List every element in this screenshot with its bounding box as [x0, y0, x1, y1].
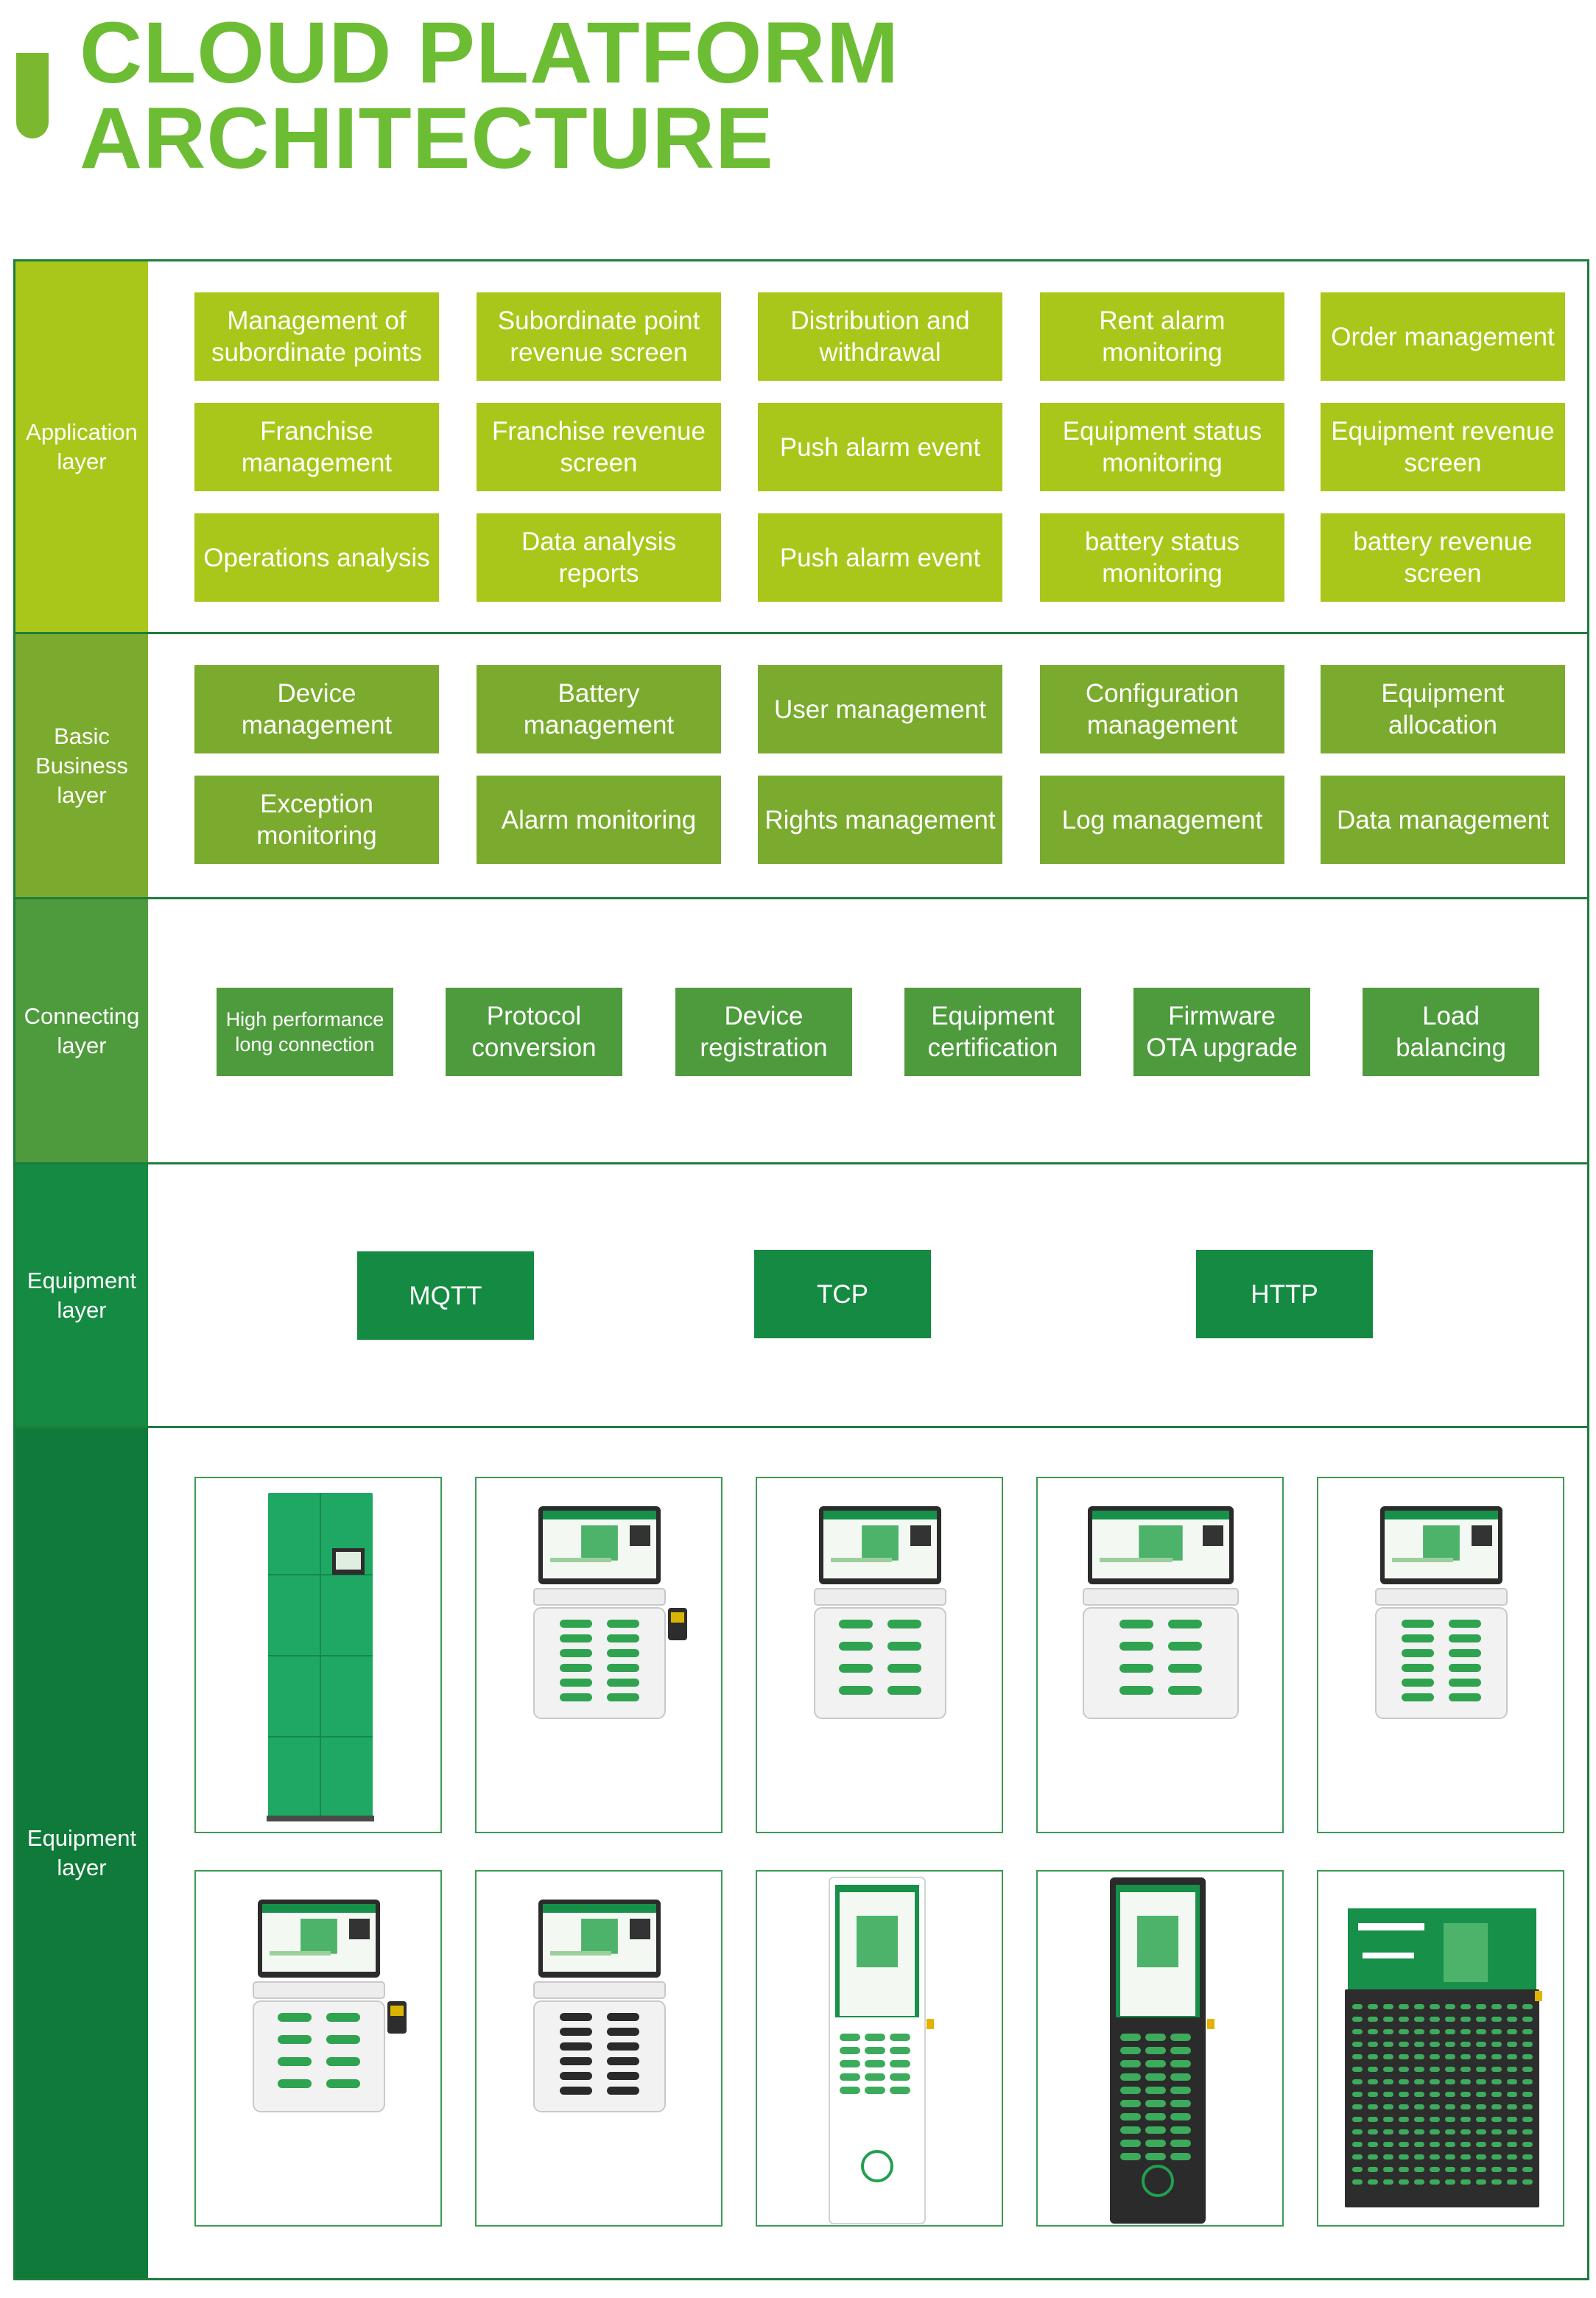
business-box-device-management: Device management	[194, 665, 439, 753]
device-card-screen-station-8-slot	[756, 1477, 1003, 1833]
business-box-equipment-allocation: Equipment allocation	[1321, 665, 1565, 753]
device-illustration-screen-station-12-slot	[1375, 1506, 1508, 1719]
device-card-screen-station-12-slot-reader	[475, 1477, 723, 1833]
app-box-franchise-revenue-screen: Franchise revenue screen	[477, 403, 721, 491]
protocol-box-tcp: TCP	[754, 1250, 931, 1338]
business-layer-body: Device management Battery management User …	[148, 634, 1587, 897]
application-layer-body: Management of subordinate points Subordin…	[148, 261, 1587, 632]
device-card-screen-station-12-slot-dark	[475, 1870, 723, 2227]
equipment-devices-layer-label: Equipment layer	[15, 1428, 148, 2278]
page-title-line-1: CLOUD PLATFORM	[80, 4, 899, 102]
device-illustration-totem-white	[829, 1877, 934, 2224]
connecting-box-protocol-conversion: Protocol conversion	[446, 988, 622, 1076]
device-illustration-totem-dark	[1110, 1877, 1214, 2224]
business-box-exception-monitoring: Exception monitoring	[194, 776, 439, 864]
protocol-box-http: HTTP	[1196, 1250, 1373, 1338]
device-card-screen-station-8-slot-wide	[1036, 1477, 1284, 1833]
equipment-devices-layer-body	[148, 1428, 1587, 2278]
app-box-equipment-revenue-screen: Equipment revenue screen	[1321, 403, 1565, 491]
device-card-locker-cabinet	[194, 1477, 442, 1833]
device-card-screen-station-8-slot-reader	[194, 1870, 442, 2227]
page-title-line-2: ARCHITECTURE	[80, 90, 774, 187]
equipment-protocol-layer-body: MQTT TCP HTTP	[148, 1164, 1587, 1426]
connecting-box-device-registration: Device registration	[675, 988, 852, 1076]
app-box-battery-status-monitoring: battery status monitoring	[1040, 513, 1284, 602]
device-card-totem-dark	[1036, 1870, 1284, 2227]
device-illustration-screen-station-8-slot-wide	[1083, 1506, 1239, 1719]
protocol-box-mqtt: MQTT	[357, 1251, 534, 1340]
app-box-operations-analysis: Operations analysis	[194, 513, 439, 602]
application-layer: Application layer Management of subordin…	[15, 261, 1587, 634]
app-box-distribution-and-withdrawal: Distribution and withdrawal	[758, 292, 1002, 381]
device-card-screen-station-12-slot	[1317, 1477, 1564, 1833]
connecting-layer-body: High performance long connection Protocol…	[148, 899, 1587, 1162]
business-layer: Basic Business layer Device management Ba…	[15, 634, 1587, 899]
device-illustration-screen-station-8-slot-reader	[253, 1900, 407, 2112]
business-box-log-management: Log management	[1040, 776, 1284, 864]
page-title: CLOUD PLATFORM ARCHITECTURE	[80, 4, 899, 187]
application-layer-label: Application layer	[15, 261, 148, 632]
equipment-protocol-layer: Equipment layer MQTT TCP HTTP	[15, 1164, 1587, 1428]
architecture-diagram: Application layer Management of subordin…	[13, 259, 1589, 2280]
app-box-order-management: Order management	[1321, 292, 1565, 381]
connecting-layer: Connecting layer High performance long c…	[15, 899, 1587, 1164]
device-illustration-screen-station-12-slot-dark	[533, 1900, 666, 2112]
device-illustration-screen-station-8-slot	[814, 1506, 946, 1719]
app-box-management-of-subordinate-points: Management of subordinate points	[194, 292, 439, 381]
business-box-configuration-management: Configuration management	[1040, 665, 1284, 753]
app-box-rent-alarm-monitoring: Rent alarm monitoring	[1040, 292, 1284, 381]
connecting-box-high-performance-long-connection: High performance long connection	[217, 988, 393, 1076]
connecting-layer-label: Connecting layer	[15, 899, 148, 1162]
equipment-devices-layer: Equipment layer	[15, 1428, 1587, 2278]
app-box-data-analysis-reports: Data analysis reports	[477, 513, 721, 602]
business-box-alarm-monitoring: Alarm monitoring	[477, 776, 721, 864]
connecting-box-load-balancing: Load balancing	[1363, 988, 1539, 1076]
app-box-equipment-status-monitoring: Equipment status monitoring	[1040, 403, 1284, 491]
app-box-push-alarm-event: Push alarm event	[758, 513, 1002, 602]
device-card-totem-white	[756, 1870, 1003, 2227]
app-box-battery-revenue-screen: battery revenue screen	[1321, 513, 1565, 602]
business-box-rights-management: Rights management	[758, 776, 1002, 864]
device-illustration-locker-cabinet	[267, 1493, 374, 1821]
connecting-box-firmware-ota-upgrade: Firmware OTA upgrade	[1133, 988, 1310, 1076]
app-box-subordinate-point-revenue-screen: Subordinate point revenue screen	[477, 292, 721, 381]
business-box-battery-management: Battery management	[477, 665, 721, 753]
device-illustration-wall-cabinet-dark	[1345, 1908, 1542, 2207]
connecting-box-equipment-certification: Equipment certification	[904, 988, 1081, 1076]
app-box-push-alarm-event: Push alarm event	[758, 403, 1002, 491]
business-layer-label: Basic Business layer	[15, 634, 148, 897]
business-box-user-management: User management	[758, 665, 1002, 753]
device-illustration-screen-station-12-slot-reader	[533, 1506, 687, 1719]
equipment-protocol-layer-label: Equipment layer	[15, 1164, 148, 1426]
device-card-wall-cabinet-dark	[1317, 1870, 1564, 2227]
app-box-franchise-management: Franchise management	[194, 403, 439, 491]
title-accent-bar	[16, 53, 49, 138]
business-box-data-management: Data management	[1321, 776, 1565, 864]
